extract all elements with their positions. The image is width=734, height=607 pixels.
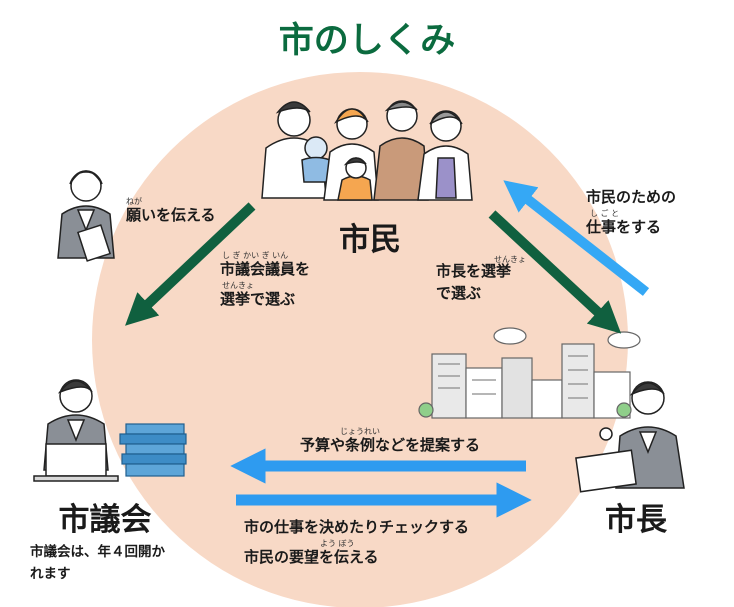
label-elect-members-line2: 選挙で選ぶ bbox=[220, 290, 295, 308]
family-illustration bbox=[261, 100, 473, 201]
label-elect-mayor-line1: 市長を選挙 bbox=[436, 262, 512, 280]
elect-mayor-ruby: せんきょ bbox=[494, 255, 526, 264]
note-meetings-line1: 市議会は、年４回開か bbox=[30, 543, 165, 560]
mayor-laptop-illustration bbox=[575, 381, 685, 493]
arrow-mayor-to-citizen bbox=[503, 180, 650, 296]
elect-members-ruby: し ぎ かい ぎ いん bbox=[222, 250, 288, 260]
label-propose-budget: 予算や条例などを提案する bbox=[300, 436, 480, 454]
page-title: 市のしくみ bbox=[279, 21, 455, 61]
work-ruby: し ご と bbox=[590, 208, 619, 218]
background-circle bbox=[92, 72, 628, 607]
node-assembly: 市議会 bbox=[59, 502, 152, 538]
node-citizens: 市民 bbox=[339, 222, 401, 258]
budget-ruby: じょうれい bbox=[340, 427, 380, 436]
assembly-member-laptop-illustration bbox=[33, 379, 119, 482]
label-work-for-citizens-line1: 市民のための bbox=[586, 188, 676, 206]
label-convey-wishes: 願いを伝える bbox=[126, 206, 216, 224]
node-mayor: 市長 bbox=[605, 502, 668, 538]
label-elect-mayor-line2: で選ぶ bbox=[436, 284, 481, 302]
document-stack-icon bbox=[119, 423, 187, 477]
label-elect-members-line1: 市議会議員を bbox=[220, 260, 310, 278]
label-decide-check: 市の仕事を決めたりチェックする bbox=[244, 518, 469, 536]
demand-ruby: よう ぼう bbox=[320, 539, 355, 548]
arrow-citizen-to-assembly bbox=[125, 202, 256, 326]
arrow-citizen-to-mayor bbox=[488, 210, 622, 334]
city-buildings-illustration bbox=[418, 327, 641, 419]
citizen-with-clipboard-illustration bbox=[57, 170, 115, 262]
wish-ruby: ねが bbox=[126, 196, 142, 206]
label-convey-demands: 市民の要望を伝える bbox=[244, 548, 379, 566]
label-work-for-citizens-line2: 仕事をする bbox=[585, 218, 661, 236]
elect-members-ruby2: せんきょ bbox=[222, 281, 254, 290]
note-meetings-line2: れます bbox=[30, 566, 71, 582]
